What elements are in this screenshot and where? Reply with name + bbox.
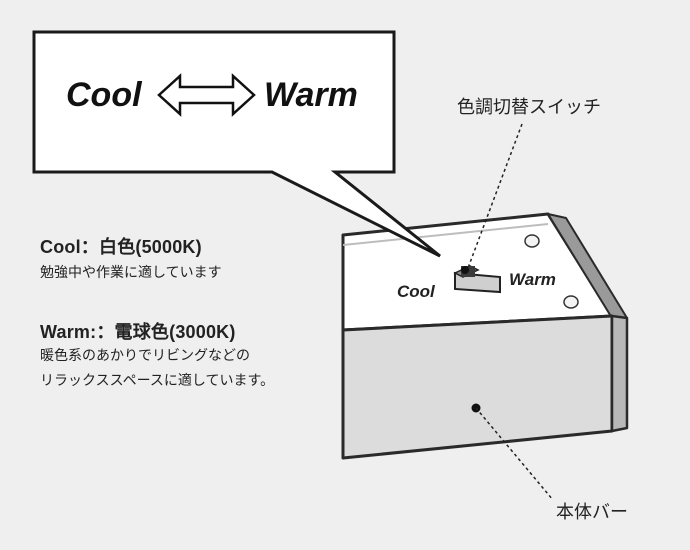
screw-hole-icon [563,295,579,309]
warm-mode-title: Warm:：電球色(3000K) [40,322,236,342]
body-annotation: 本体バー [556,502,628,523]
device-side-face [610,314,629,433]
switch-marker-dot [461,266,469,274]
warm-mode-description-line1: 暖色系のあかりでリビングなどの [40,348,250,364]
callout-bubble [32,30,441,258]
device-front-face [341,314,614,460]
cool-mode-title: Cool：白色(5000K) [40,237,202,257]
cool-mode-description: 勉強中や作業に適しています [40,265,222,281]
switch-leader-line [467,123,523,269]
warm-mode-description-line2: リラックススペースに適しています。 [40,373,275,389]
switch-warm-label: Warm [509,270,556,289]
switch-cool-label: Cool [397,282,436,301]
callout-warm-label: Warm [264,76,358,114]
callout-cool-label: Cool [66,76,143,114]
body-leader-line [475,407,554,501]
screw-hole-icon [524,234,540,248]
double-arrow-icon [157,73,256,117]
switch-annotation: 色調切替スイッチ [457,97,601,118]
